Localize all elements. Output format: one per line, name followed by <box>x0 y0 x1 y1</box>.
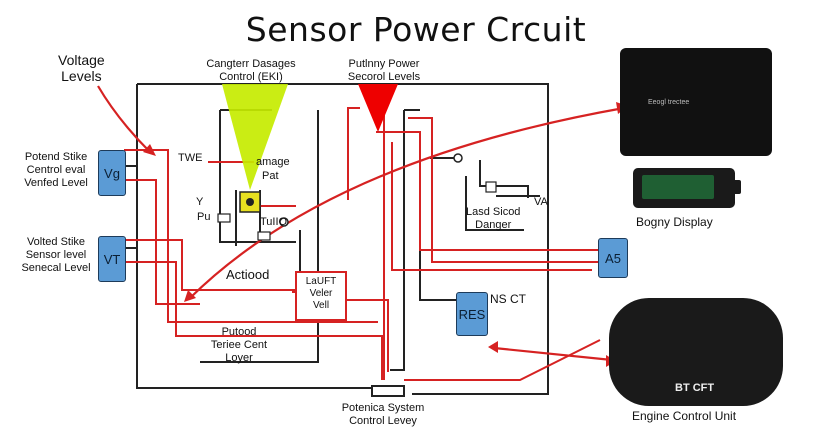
bogny-display <box>633 168 741 208</box>
display-module-text: Eeogl trectee <box>648 99 690 106</box>
damage-label: amage <box>256 156 290 168</box>
vt-box: VT <box>98 236 126 282</box>
display-screen <box>642 175 714 199</box>
page-title: Sensor Power Crcuit <box>245 10 587 49</box>
actiood-label: Actiood <box>226 267 270 282</box>
voltage-levels-label: Voltage Levels <box>58 52 105 84</box>
display-tab <box>733 180 741 194</box>
a5-box-label: A5 <box>605 250 621 266</box>
engine-control-unit-label: Engine Control Unit <box>632 409 737 423</box>
y-label: Y <box>196 196 204 208</box>
res-box-label: RES <box>458 306 486 322</box>
bogny-display-label: Bogny Display <box>636 215 713 229</box>
ns-ct-label: NS CT <box>490 292 526 306</box>
potenica-label: Potenica System Control Levey <box>341 402 425 427</box>
top-left-label: Cangterr Dasages Control (EKI) <box>206 58 296 83</box>
vg-box: Vg <box>98 150 126 196</box>
va-label: VA <box>534 196 548 208</box>
vg-box-label: Vg <box>104 165 120 181</box>
tulio-label: TuIIO <box>260 216 288 228</box>
potend-strike-label: Potend Stike Centrol eval Venfed Level <box>24 151 88 189</box>
volted-strike-label: Volted Stike Sensor level Senecal Level <box>21 236 91 274</box>
red-beam-triangle <box>358 84 398 132</box>
a5-box: A5 <box>598 238 628 278</box>
pu-label: Pu <box>197 211 211 223</box>
green-beam-triangle <box>222 84 288 190</box>
lauft-label: LaUFT Veler Vell <box>305 276 337 311</box>
cluster-text: BT CFT <box>675 382 715 394</box>
instrument-cluster: BT CFT <box>609 298 783 406</box>
top-right-label: Putlnny Power Secorol Levels <box>347 58 421 83</box>
lasd-sicod-label: Lasd Sicod Danger <box>466 206 521 231</box>
display-module: Eeogl trectee <box>620 48 772 156</box>
pat-label: Pat <box>262 170 279 182</box>
putood-label: Putood Teriee Cent Loyer <box>210 326 268 364</box>
vt-box-label: VT <box>103 251 121 267</box>
twe-label: TWE <box>178 152 203 164</box>
res-box: RES <box>456 292 488 336</box>
